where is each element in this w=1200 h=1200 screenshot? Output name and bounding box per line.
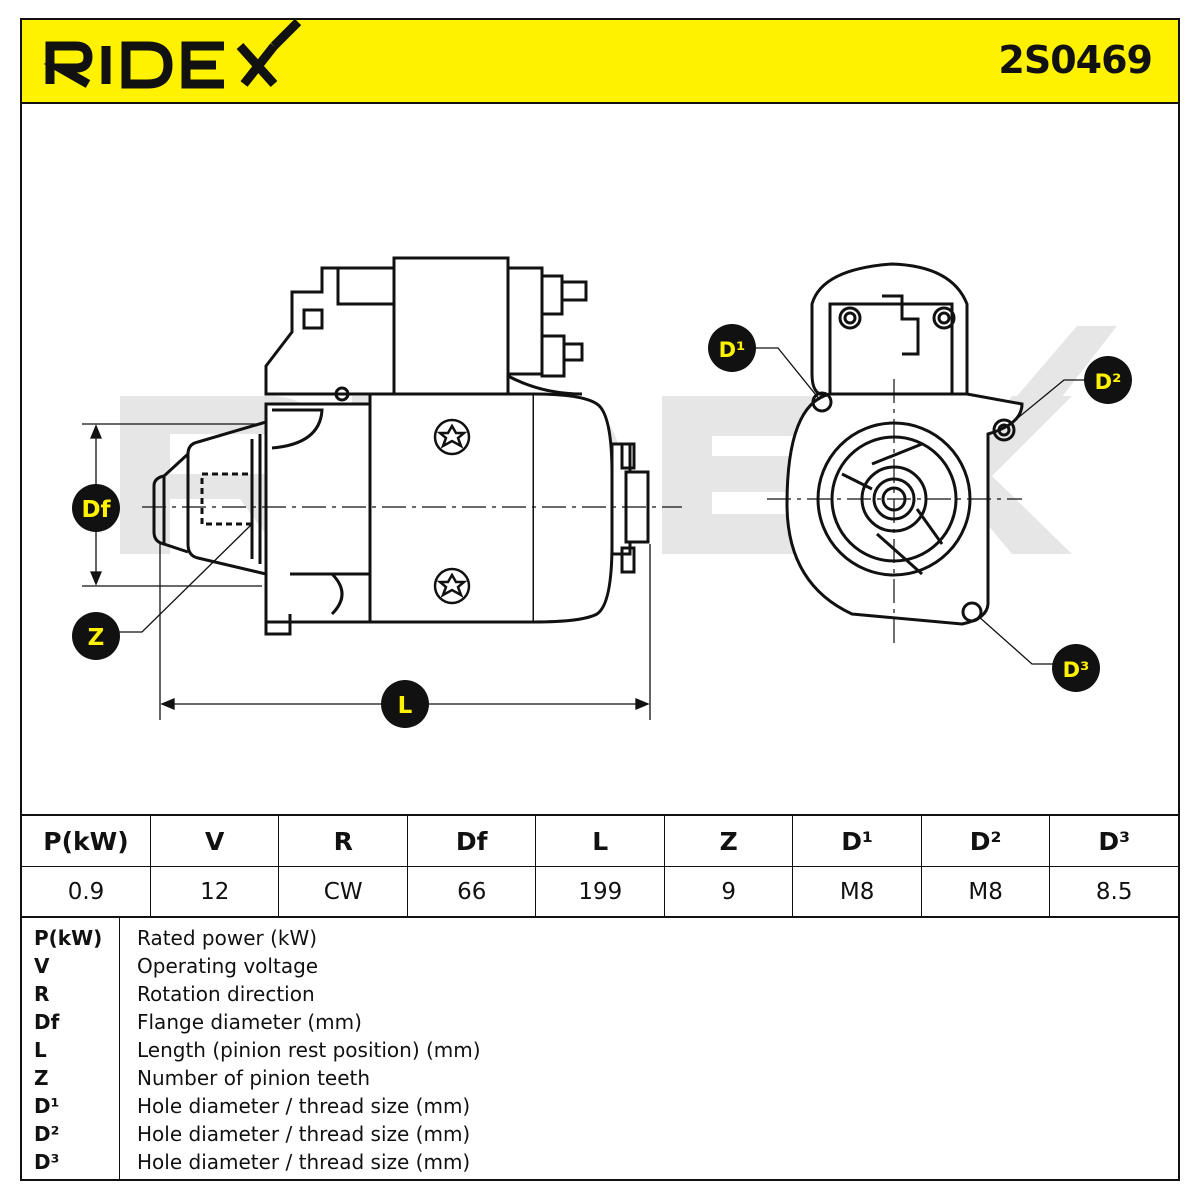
legend-abbr: Z xyxy=(34,1066,49,1090)
legend-desc: Hole diameter / thread size (mm) xyxy=(137,1094,471,1118)
spec-value: 66 xyxy=(406,866,537,918)
spec-header: L xyxy=(535,814,666,867)
legend-desc: Flange diameter (mm) xyxy=(137,1010,362,1034)
legend-abbr: V xyxy=(34,954,50,978)
spec-value-row: 0.9 12 CW 66 199 9 M8 M8 8.5 xyxy=(22,866,1178,918)
legend-row: Z Number of pinion teeth xyxy=(22,1066,1178,1094)
legend-row: P(kW) Rated power (kW) xyxy=(22,926,1178,954)
legend: P(kW) Rated power (kW) V Operating volta… xyxy=(22,916,1178,1181)
spec-header: D² xyxy=(920,814,1051,867)
spec-header: P(kW) xyxy=(22,814,151,867)
spec-header: Z xyxy=(664,814,794,867)
spec-header-row: P(kW) V R Df L Z D¹ D² D³ xyxy=(22,814,1178,867)
legend-desc: Operating voltage xyxy=(137,954,319,978)
starter-front-view xyxy=(785,262,1024,626)
spec-value: 9 xyxy=(664,866,794,918)
spec-table: P(kW) V R Df L Z D¹ D² D³ 0.9 12 CW 66 1… xyxy=(22,814,1178,918)
d3-callout: D³ xyxy=(1052,644,1100,692)
legend-row: D³ Hole diameter / thread size (mm) xyxy=(22,1150,1178,1178)
z-callout-label: Z xyxy=(88,625,105,651)
legend-desc: Length (pinion rest position) (mm) xyxy=(137,1038,481,1062)
d2-callout-label: D² xyxy=(1095,370,1122,394)
starter-side-view xyxy=(152,256,650,636)
legend-row: L Length (pinion rest position) (mm) xyxy=(22,1038,1178,1066)
d3-leader xyxy=(977,615,1055,665)
l-dimension xyxy=(159,544,651,720)
d2-leader xyxy=(1007,379,1086,427)
spec-header: R xyxy=(278,814,408,867)
legend-row: D² Hole diameter / thread size (mm) xyxy=(22,1122,1178,1150)
spec-value: 8.5 xyxy=(1049,866,1178,918)
front-centerlines xyxy=(767,379,1022,644)
d1-callout: D¹ xyxy=(708,324,756,372)
d3-callout-label: D³ xyxy=(1063,658,1090,682)
legend-row: V Operating voltage xyxy=(22,954,1178,982)
part-number: 2S0469 xyxy=(998,38,1153,82)
header-bar: 2S0469 xyxy=(22,20,1178,104)
spec-header: D³ xyxy=(1049,814,1178,867)
l-callout-label: L xyxy=(398,693,413,719)
df-callout-label: Df xyxy=(81,497,111,523)
legend-desc: Hole diameter / thread size (mm) xyxy=(137,1150,471,1174)
legend-row: R Rotation direction xyxy=(22,982,1178,1010)
df-dimension xyxy=(82,423,262,587)
spec-value: 12 xyxy=(149,866,280,918)
legend-abbr: D¹ xyxy=(34,1094,60,1118)
datasheet: 2S0469 xyxy=(20,18,1180,1181)
legend-divider xyxy=(119,918,120,1181)
d2-callout: D² xyxy=(1084,356,1132,404)
spec-header: Df xyxy=(406,814,537,867)
legend-row: D¹ Hole diameter / thread size (mm) xyxy=(22,1094,1178,1122)
legend-desc: Rated power (kW) xyxy=(137,926,318,950)
l-callout: L xyxy=(381,680,429,728)
z-callout: Z xyxy=(72,612,120,660)
legend-row: Df Flange diameter (mm) xyxy=(22,1010,1178,1038)
spec-value: M8 xyxy=(920,866,1051,918)
legend-abbr: Df xyxy=(34,1010,60,1034)
z-leader xyxy=(118,523,253,633)
legend-abbr: D³ xyxy=(34,1150,60,1174)
spec-header: D¹ xyxy=(792,814,922,867)
spec-header: V xyxy=(149,814,280,867)
legend-abbr: L xyxy=(34,1038,47,1062)
ridex-logo xyxy=(44,20,302,89)
legend-abbr: R xyxy=(34,982,50,1006)
motor-screws xyxy=(433,418,471,605)
d1-callout-label: D¹ xyxy=(719,338,746,362)
spec-value: CW xyxy=(278,866,408,918)
legend-abbr: D² xyxy=(34,1122,60,1146)
starter-drawing: Df Z L D¹ D² D³ xyxy=(72,256,1132,728)
d1-leader xyxy=(755,347,821,401)
spec-value: M8 xyxy=(792,866,922,918)
spec-value: 0.9 xyxy=(22,866,151,918)
df-callout: Df xyxy=(72,484,120,532)
legend-desc: Hole diameter / thread size (mm) xyxy=(137,1122,471,1146)
legend-desc: Rotation direction xyxy=(137,982,315,1006)
spec-value: 199 xyxy=(535,866,666,918)
legend-abbr: P(kW) xyxy=(34,926,103,950)
legend-desc: Number of pinion teeth xyxy=(137,1066,371,1090)
